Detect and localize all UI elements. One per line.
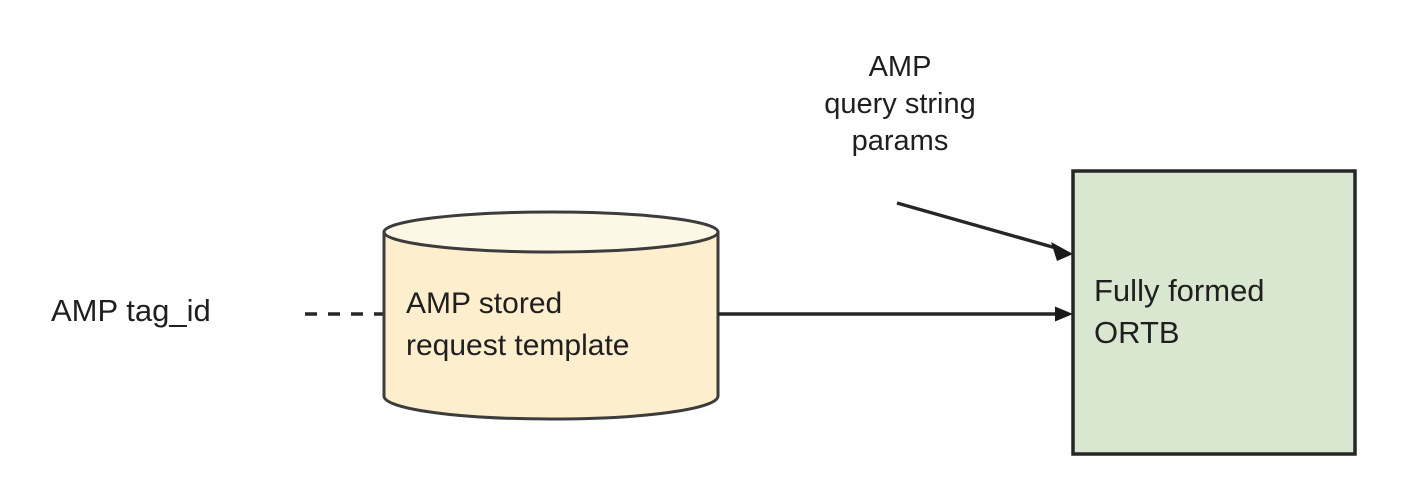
fully-formed-ortb-label: Fully formed ORTB: [1094, 273, 1265, 350]
edge-params-to-ortb-arrowhead: [1051, 242, 1073, 261]
edge-params-to-ortb-line: [896, 201, 1057, 250]
amp-query-string-params-label: AMP query string params: [824, 51, 976, 157]
cylinder-top-ellipse: [382, 210, 720, 254]
cylinder-body: [382, 230, 720, 421]
amp-tag-id-label: AMP tag_id: [51, 293, 211, 328]
output-box-shape: [1071, 169, 1357, 456]
edge-cylinder-to-ortb-arrowhead: [1055, 306, 1073, 322]
amp-stored-request-template-label: AMP stored request template: [406, 287, 630, 362]
